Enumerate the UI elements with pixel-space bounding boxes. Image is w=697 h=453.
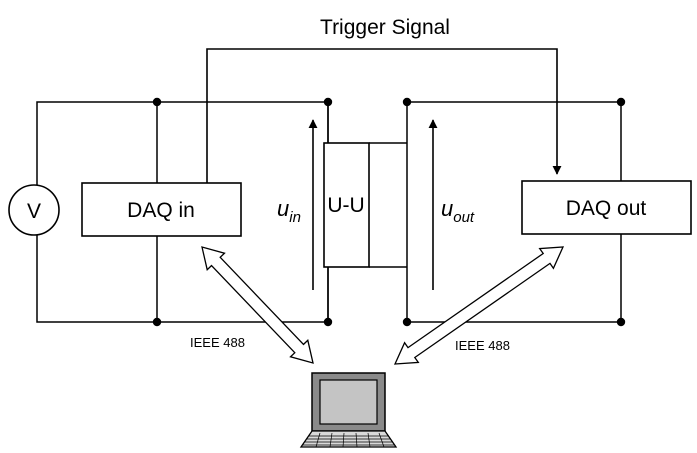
u-in-label: uin <box>277 196 301 226</box>
voltmeter-label: V <box>27 200 41 223</box>
daq-in-box <box>81 182 242 237</box>
ieee-488-label-right: IEEE 488 <box>455 338 510 353</box>
computer-icon <box>299 372 398 448</box>
ieee-488-bus-arrow-right <box>393 246 565 365</box>
ieee-488-bus-arrow-left <box>201 246 314 364</box>
trigger-signal-wire <box>206 48 562 183</box>
junction-dots <box>152 97 626 327</box>
u-u-converter-label: U-U <box>327 194 364 217</box>
ieee-488-label-left: IEEE 488 <box>190 335 245 350</box>
voltmeter-symbol <box>8 184 60 236</box>
u-out-label: uout <box>441 196 475 226</box>
daq-out-label: DAQ out <box>566 197 647 220</box>
daq-out-box <box>521 180 692 235</box>
daq-in-label: DAQ in <box>127 199 195 222</box>
u-u-converter-box <box>323 142 370 268</box>
trigger-signal-title: Trigger Signal <box>320 16 450 39</box>
